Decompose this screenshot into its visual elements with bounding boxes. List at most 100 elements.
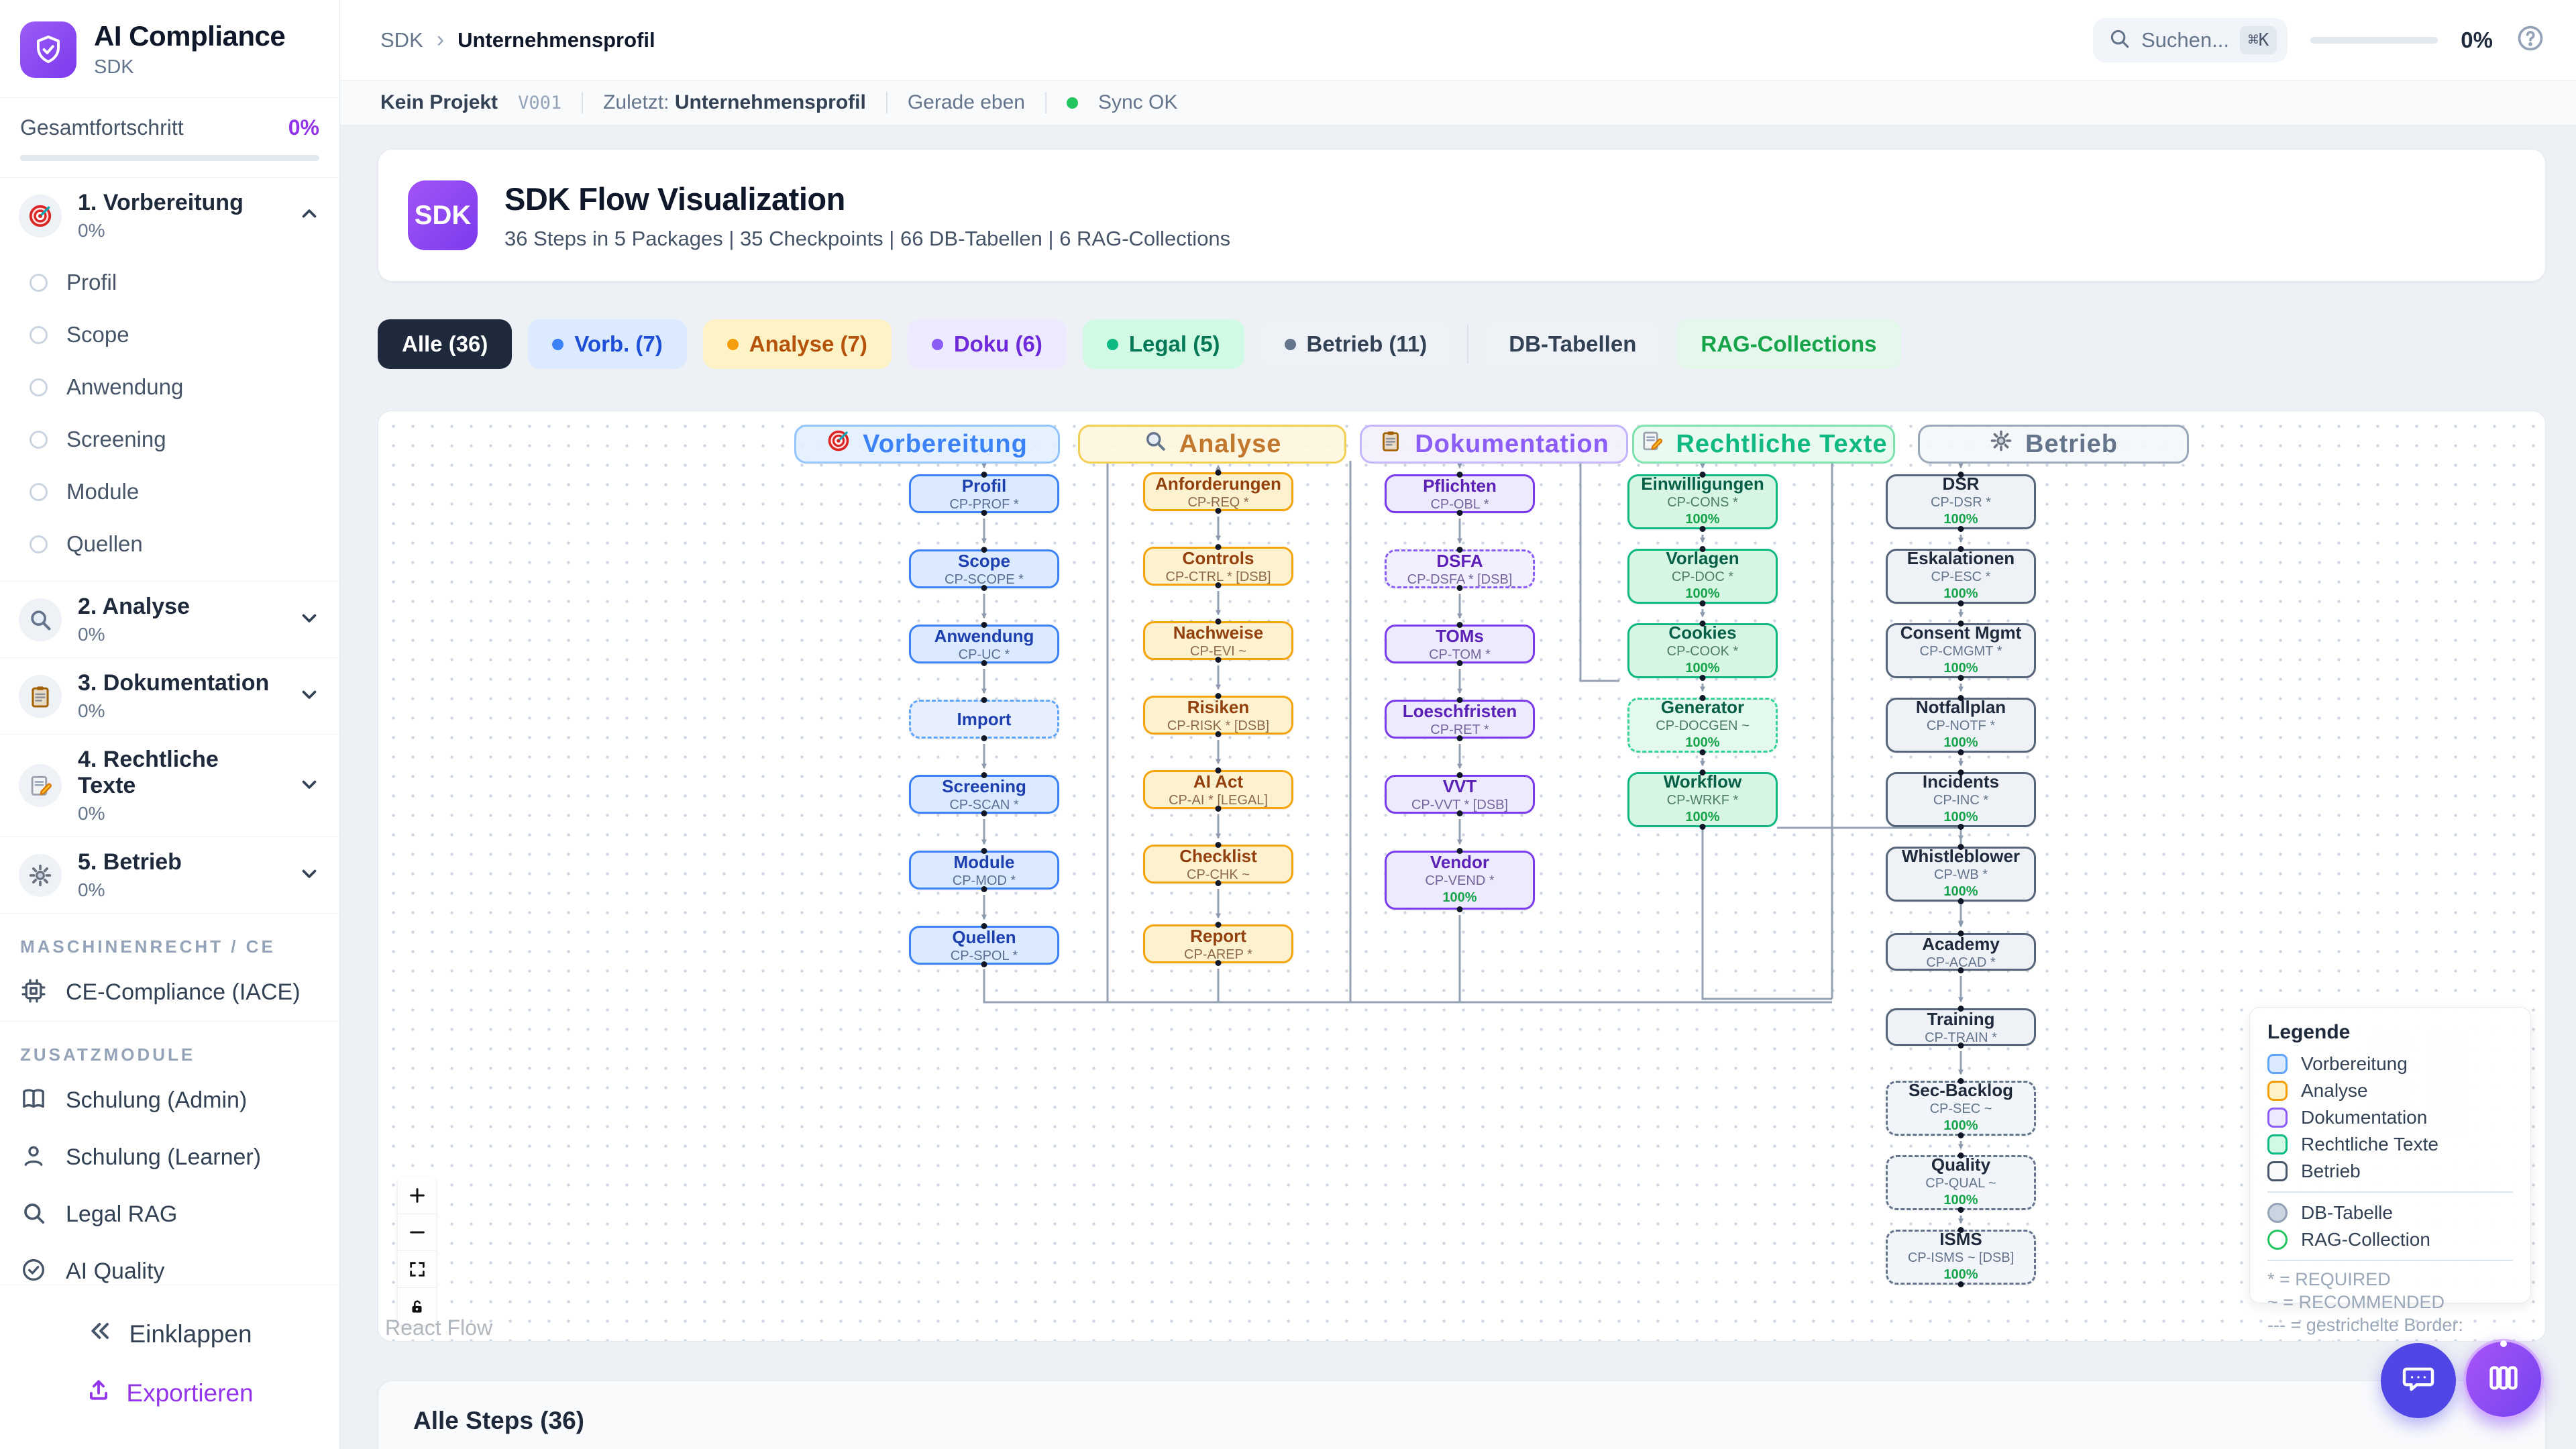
filter-chip-green[interactable]: Legal (5) (1082, 319, 1244, 369)
sidebar-item-profil[interactable]: Profil (0, 256, 339, 309)
filter-chip-dark[interactable]: Alle (36) (378, 319, 513, 369)
lock-toggle-button[interactable] (398, 1288, 436, 1325)
legend-label: Dokumentation (2301, 1107, 2428, 1128)
chat-fab-button[interactable] (2381, 1343, 2456, 1418)
fit-view-button[interactable] (398, 1251, 436, 1288)
sidebar-item-schulung-learner-[interactable]: Schulung (Learner) (0, 1129, 339, 1186)
panel-toggle-fab-button[interactable] (2463, 1339, 2544, 1419)
sidebar-item-legal-rag[interactable]: Legal RAG (0, 1186, 339, 1243)
sidebar-item-schulung-admin-[interactable]: Schulung (Admin) (0, 1072, 339, 1129)
node-progress: 100% (1943, 661, 1978, 676)
column-header-label: Betrieb (2025, 429, 2118, 458)
search-input[interactable]: Suchen... ⌘K (2093, 17, 2288, 62)
filter-chip-purple[interactable]: Doku (6) (907, 319, 1067, 369)
legend-label: Analyse (2301, 1080, 2368, 1101)
node-progress: 100% (1943, 1193, 1978, 1208)
sidebar-item-scope[interactable]: Scope (0, 309, 339, 361)
filter-chip-plain[interactable]: DB-Tabellen (1485, 319, 1661, 369)
breadcrumb-sdk[interactable]: SDK (380, 28, 423, 52)
node-code: CP-VEND * (1425, 873, 1495, 888)
filter-chip-rag[interactable]: RAG-Collections (1676, 319, 1901, 369)
collapse-sidebar-button[interactable]: Einklappen (0, 1304, 339, 1364)
export-button[interactable]: Exportieren (0, 1364, 339, 1422)
filter-chips: Alle (36) Vorb. (7) Analyse (7) Doku (6) Leg… (378, 319, 1901, 369)
help-icon[interactable] (2516, 23, 2545, 56)
node-title: DSFA (1436, 550, 1483, 571)
zoom-in-button[interactable] (398, 1177, 436, 1214)
legend-item-green-circle: RAG-Collection (2267, 1226, 2513, 1253)
overall-progress-track (20, 155, 319, 161)
column-header-label: Vorbereitung (863, 429, 1028, 458)
chevron-down-icon (298, 773, 321, 799)
column-header-amber[interactable]: Analyse (1078, 425, 1346, 464)
sidebar-item-anwendung[interactable]: Anwendung (0, 361, 339, 413)
node-code: CP-AI * [LEGAL] (1169, 792, 1268, 808)
chip-label: Doku (6) (953, 331, 1042, 356)
node-code: CP-WB * (1934, 867, 1988, 882)
node-code: CP-OBL * (1430, 496, 1489, 512)
all-steps-heading: Alle Steps (36) (378, 1381, 2545, 1449)
node-code: CP-CONS * (1667, 495, 1738, 510)
search-icon (2108, 27, 2131, 53)
column-header-purple[interactable]: Dokumentation (1360, 425, 1628, 464)
node-title: Workflow (1663, 771, 1742, 792)
sidebar-item-ai-quality[interactable]: AI Quality (0, 1243, 339, 1300)
sidebar-item-screening[interactable]: Screening (0, 413, 339, 466)
column-header-slate[interactable]: Betrieb (1918, 425, 2189, 464)
sidebar-item-ce-compliance-iace-[interactable]: CE-Compliance (IACE) (0, 964, 339, 1021)
zoom-out-button[interactable] (398, 1214, 436, 1251)
legend-label: Betrieb (2301, 1161, 2361, 1181)
filter-chip-blue[interactable]: Vorb. (7) (528, 319, 687, 369)
column-header-green[interactable]: Rechtliche Texte (1632, 425, 1895, 464)
reactflow-attribution: React Flow (385, 1316, 493, 1340)
flow-node-import[interactable]: Import (909, 700, 1059, 739)
filter-chip-slate[interactable]: Betrieb (11) (1260, 319, 1452, 369)
filter-chip-amber[interactable]: Analyse (7) (702, 319, 892, 369)
sidebar-item-module[interactable]: Module (0, 466, 339, 518)
column-header-blue[interactable]: Vorbereitung (794, 425, 1060, 464)
sidebar-item-quellen[interactable]: Quellen (0, 518, 339, 570)
